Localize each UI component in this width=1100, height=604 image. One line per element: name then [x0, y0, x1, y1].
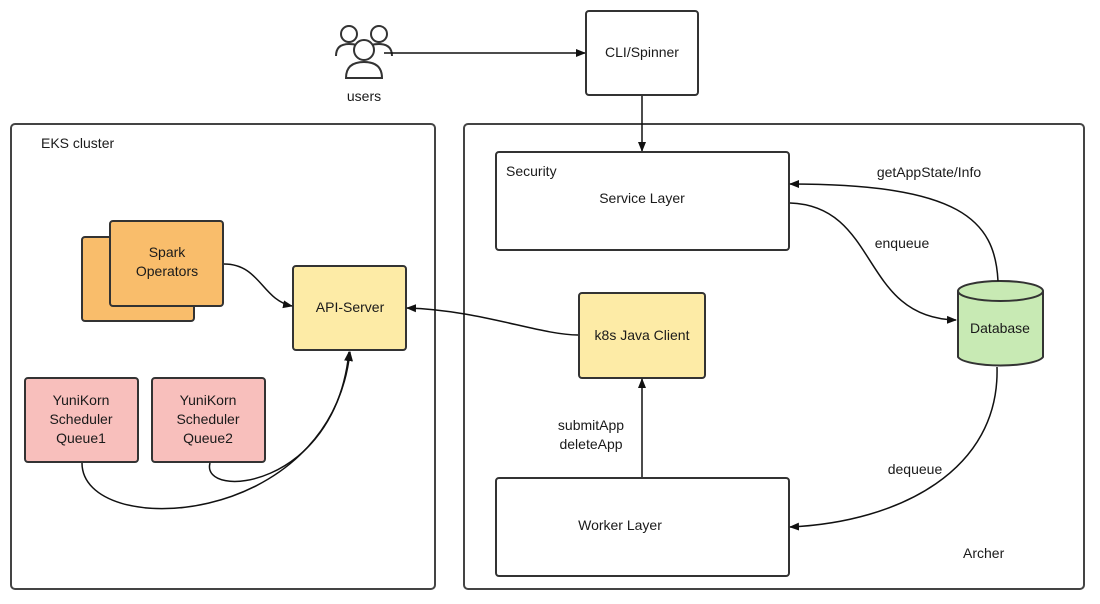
queue1-line1: YuniKorn [53, 392, 110, 408]
k8s-java-client-label: k8s Java Client [595, 327, 690, 343]
yunikorn-queue1-box[interactable] [24, 377, 139, 463]
queue2-to-api-edge [208, 351, 353, 483]
service-to-db-edge [789, 202, 957, 324]
enqueue-label: enqueue [875, 235, 930, 251]
worker-layer-label: Worker Layer [578, 517, 662, 533]
service-layer-label: Service Layer [599, 190, 685, 206]
archer-title: Archer [963, 545, 1005, 561]
database-cylinder[interactable] [957, 280, 1044, 367]
api-server-box[interactable] [292, 265, 407, 351]
archer-container [463, 123, 1085, 590]
worker-layer-box[interactable] [495, 477, 790, 577]
cli-spinner-box[interactable] [585, 10, 699, 96]
users-icon [335, 25, 393, 79]
eks-cluster-title: EKS cluster [41, 135, 114, 151]
dequeue-label: dequeue [888, 461, 943, 477]
spark-operators-line2: Operators [136, 263, 198, 279]
cli-spinner-label: CLI/Spinner [605, 44, 679, 60]
get-app-state-label: getAppState/Info [877, 164, 982, 180]
delete-app-label: deleteApp [559, 436, 622, 452]
api-server-label: API-Server [316, 299, 385, 315]
security-label: Security [506, 163, 557, 179]
spark-to-api-edge [223, 263, 293, 309]
queue2-line3: Queue2 [183, 430, 233, 446]
queue1-line3: Queue1 [56, 430, 106, 446]
users-label: users [347, 88, 381, 104]
queue2-line2: Scheduler [176, 411, 239, 427]
spark-operators-line1: Spark [149, 244, 187, 260]
spark-operators-box[interactable] [109, 220, 224, 307]
service-layer-box[interactable] [495, 151, 790, 251]
database-label: Database [970, 320, 1030, 336]
yunikorn-queue2-box[interactable] [151, 377, 266, 463]
db-to-worker-edge [789, 366, 998, 531]
db-to-service-edge [789, 180, 999, 282]
queue2-line1: YuniKorn [180, 392, 237, 408]
submit-app-label: submitApp [558, 417, 624, 433]
queue1-line2: Scheduler [49, 411, 112, 427]
k8s-to-api-edge [406, 304, 579, 336]
eks-cluster-container [10, 123, 436, 590]
